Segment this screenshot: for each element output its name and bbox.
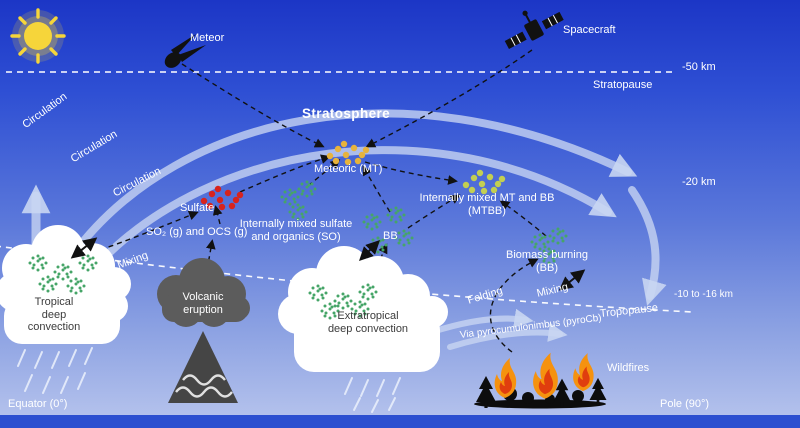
- mixing-arrow-tropical: [70, 237, 98, 259]
- altitude-10-16km-label: -10 to -16 km: [674, 289, 733, 300]
- extratropical-convection-label: Extratropical deep convection: [327, 310, 409, 335]
- so-label: Internally mixed sulfate and organics (S…: [239, 218, 353, 243]
- brewer-dobson-arc-outer: [74, 109, 638, 252]
- mixing-arrows: [70, 237, 586, 291]
- meteor-label: Meteor: [190, 32, 225, 44]
- meteor-icon: [164, 34, 206, 68]
- arrow-mt-to-mtbb: [364, 161, 458, 185]
- tropical-convection-cloud: [0, 225, 131, 344]
- extratropical-convection-cloud: [278, 246, 448, 372]
- equator-label: Equator (0°): [8, 398, 68, 410]
- arrow-sulfate-to-mt: [239, 154, 331, 193]
- biomass-burning-clusters: [530, 227, 568, 265]
- wildfires-icon: [474, 352, 607, 409]
- mixing-arrow-extratropical: [359, 240, 380, 261]
- spacecraft-label: Spacecraft: [563, 24, 616, 36]
- sulfate-dots: [200, 185, 244, 211]
- stratosphere-title: Stratosphere: [302, 106, 391, 121]
- rain-tropical: [17, 347, 93, 394]
- arrow-bb-to-mtbb: [407, 194, 461, 229]
- rain-extratropical: [344, 377, 401, 413]
- sulfate-label: Sulfate: [180, 202, 215, 214]
- meteoric-dots: [326, 140, 370, 166]
- mtbb-dots: [462, 169, 506, 195]
- extratropical-cloud-aerosols: [308, 283, 378, 320]
- volcanic-eruption-label: Volcanic eruption: [182, 291, 224, 316]
- fold-arrow-2: [447, 322, 568, 350]
- biomass-burning-label: Biomass burning (BB): [506, 249, 588, 274]
- volcanic-smoke-cloud: [157, 258, 250, 327]
- tropical-cloud-aerosols: [28, 254, 98, 295]
- pole-label: Pole (90°): [660, 398, 710, 410]
- arrow-meteor-to-mt: [181, 63, 325, 148]
- meteoric-label: Meteoric (MT): [314, 163, 383, 175]
- so-aerosol-clusters: [280, 180, 317, 221]
- mixing-arrow-polar: [558, 269, 586, 291]
- fold-arrow-1: [429, 308, 534, 335]
- volcano-cone: [168, 331, 238, 403]
- arrow-biomass-to-mtbb: [499, 200, 547, 237]
- arrow-spacecraft-to-mt: [365, 49, 533, 148]
- arrow-bb-to-mt: [362, 165, 391, 213]
- sun-icon: [10, 8, 66, 64]
- arrow-cloud-to-sulfate: [99, 210, 199, 251]
- spacecraft-icon: [504, 10, 564, 49]
- surface-strip: [0, 415, 800, 428]
- stratopause-label: Stratopause: [593, 79, 653, 91]
- lava-waves: [175, 374, 233, 398]
- tropical-convection-label: Tropical deep convection: [27, 296, 81, 334]
- arrow-so2-to-sulfate: [212, 205, 223, 225]
- altitude-20km-label: -20 km: [682, 176, 716, 188]
- wildfires-label: Wildfires: [607, 362, 650, 374]
- altitude-50km-label: -50 km: [682, 61, 716, 73]
- so2-ocs-label: SO₂ (g) and OCS (g): [146, 226, 248, 238]
- bb-label: BB: [383, 230, 398, 242]
- mtbb-label: Internally mixed MT and BB (MTBB): [419, 192, 555, 217]
- volcano: [157, 258, 250, 403]
- arrow-pyrocb-injection: [489, 258, 539, 353]
- polar-descent-arrow: [628, 186, 667, 306]
